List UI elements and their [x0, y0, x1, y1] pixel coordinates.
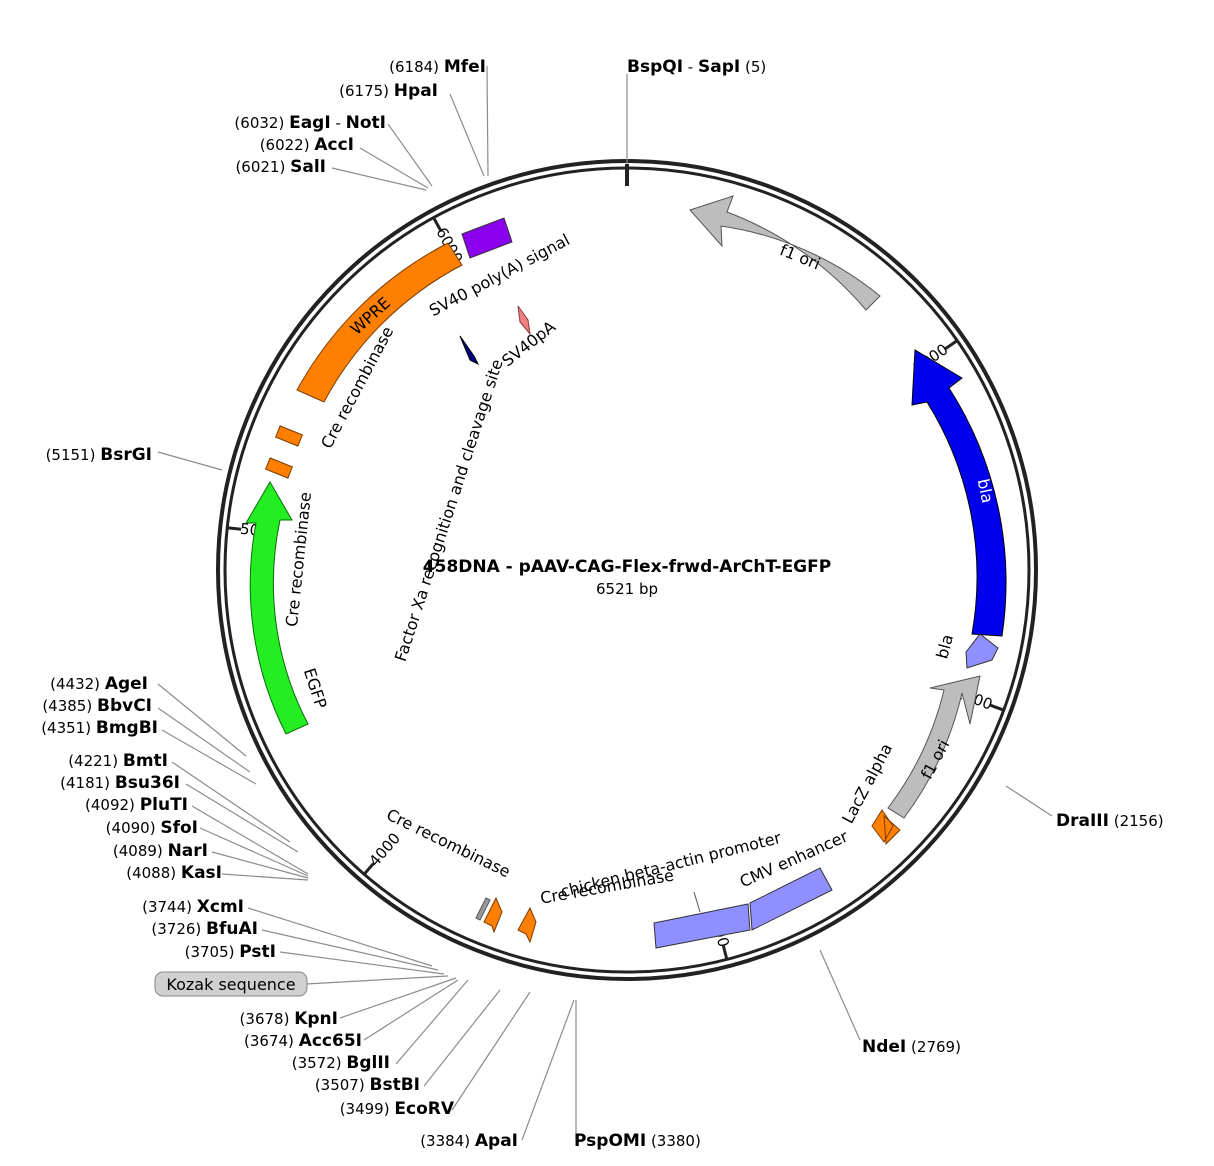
- feature-cre-2[interactable]: [483, 896, 503, 934]
- feature-lacz-alpha[interactable]: [871, 809, 901, 846]
- feature-f1ori-bottom[interactable]: [887, 675, 981, 819]
- tick-mark-3000: [721, 945, 729, 960]
- site-kasi[interactable]: (4088) KasI: [126, 863, 222, 883]
- tick-mark-6000: [432, 216, 442, 231]
- inner-label-factor-xa: Factor Xa recognition and cleavage site: [391, 357, 507, 664]
- site-bsu36i[interactable]: (4181) Bsu36I: [60, 773, 180, 793]
- feature-label-cre-2: Cre recombinase: [383, 805, 513, 881]
- site-hpai[interactable]: (6175) HpaI: [339, 81, 438, 101]
- cba-leader: [693, 891, 701, 913]
- feature-cba-promoter[interactable]: [653, 903, 751, 949]
- tick-mark-5000: [227, 526, 242, 531]
- site-nari[interactable]: (4089) NarI: [113, 841, 208, 861]
- feature-label-f1ori-top: f1 ori: [777, 240, 823, 273]
- site-bglii[interactable]: (3572) BglII: [292, 1053, 390, 1073]
- site-bstbi[interactable]: (3507) BstBI: [315, 1075, 420, 1095]
- feature-bla-small[interactable]: [965, 633, 999, 669]
- inner-feature-factor-xa[interactable]: [459, 335, 480, 366]
- kozak-label-text: Kozak sequence: [166, 975, 295, 994]
- site-mfei[interactable]: (6184) MfeI: [389, 57, 486, 77]
- site-acc65i[interactable]: (3674) Acc65I: [244, 1031, 362, 1051]
- site-kpni[interactable]: (3678) KpnI: [240, 1009, 338, 1029]
- tick-label-4000: 4000: [365, 829, 404, 870]
- feature-wpre[interactable]: [296, 242, 463, 403]
- feature-label-bla-small: bla: [932, 632, 957, 660]
- tick-mark-4000: [363, 862, 375, 876]
- plasmid-title: 458DNA - pAAV-CAG-Flex-frwd-ArChT-EGFP: [423, 557, 831, 577]
- plasmid-length: 6521 bp: [596, 580, 658, 598]
- site-sali[interactable]: (6021) SalI: [235, 157, 326, 177]
- feature-bla-main[interactable]: [911, 349, 1007, 637]
- site-pluti[interactable]: (4092) PluTI: [85, 795, 188, 815]
- site-agei[interactable]: (4432) AgeI: [50, 674, 148, 694]
- site-ndei[interactable]: NdeI (2769): [862, 1037, 961, 1057]
- feature-cre-4[interactable]: [274, 425, 304, 447]
- site-psti[interactable]: (3705) PstI: [185, 942, 276, 962]
- feature-cre-1[interactable]: [517, 906, 537, 944]
- site-acci[interactable]: (6022) AccI: [260, 135, 354, 155]
- kozak-sequence-label[interactable]: Kozak sequence: [154, 971, 308, 997]
- tick-mark-2000: [990, 703, 1005, 712]
- site-bsrgi[interactable]: (5151) BsrGI: [46, 445, 152, 465]
- site-xcmi[interactable]: (3744) XcmI: [142, 897, 244, 917]
- site-eagi-noti[interactable]: (6032) EagI - NotI: [234, 113, 386, 133]
- site-bbvci[interactable]: (4385) BbvCI: [42, 696, 152, 716]
- feature-cmv-enhancer[interactable]: [749, 867, 833, 931]
- feature-f1ori-top[interactable]: [689, 195, 881, 311]
- site-bfuai[interactable]: (3726) BfuAI: [151, 919, 258, 939]
- inner-feature-sv40pa[interactable]: [517, 305, 531, 336]
- site-leaders: [157, 65, 1053, 1141]
- site-bmgbi[interactable]: (4351) BmgBI: [41, 718, 158, 738]
- feature-label-egfp: EGFP: [300, 666, 331, 712]
- feature-sv40-polya[interactable]: [461, 217, 513, 259]
- site-pspomi[interactable]: PspOMI (3380): [574, 1131, 701, 1151]
- feature-cre-3[interactable]: [264, 457, 294, 479]
- site-bspqi-sapi[interactable]: BspQI - SapI (5): [627, 57, 766, 77]
- feature-egfp[interactable]: [245, 481, 309, 735]
- site-bmti[interactable]: (4221) BmtI: [68, 751, 168, 771]
- site-apai[interactable]: (3384) ApaI: [420, 1131, 518, 1151]
- site-draiii[interactable]: DraIII (2156): [1056, 811, 1164, 831]
- feature-cre-2-gray: [475, 897, 491, 921]
- site-sfoi[interactable]: (4090) SfoI: [106, 818, 198, 838]
- feature-label-lacz-alpha: LacZ alpha: [838, 740, 896, 827]
- site-ecorv[interactable]: (3499) EcoRV: [340, 1099, 455, 1119]
- feature-label-bla-main: bla: [974, 477, 998, 505]
- tick-mark-1000: [944, 339, 958, 350]
